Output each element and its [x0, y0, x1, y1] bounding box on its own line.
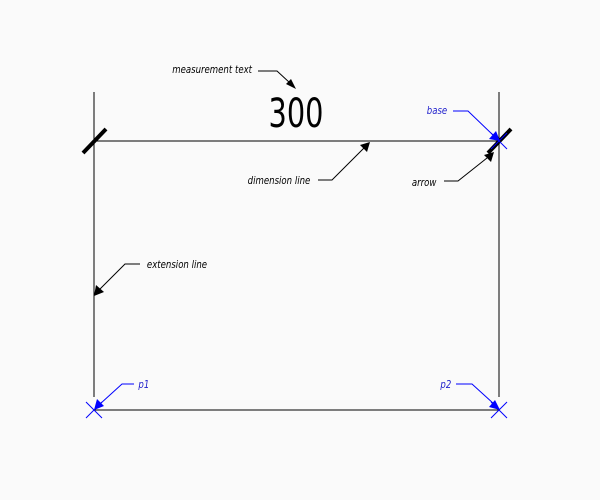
measurement-text-arrowhead — [286, 79, 296, 89]
arrow-arrowhead — [484, 152, 494, 162]
arrow-label: arrow — [412, 177, 437, 189]
dimension-line-label: dimension line — [248, 175, 311, 187]
base-label: base — [427, 105, 447, 117]
measurement-text-label: measurement text — [172, 64, 253, 76]
p2-arrowhead — [489, 400, 500, 410]
left-arrow-tick — [81, 127, 108, 155]
measurement-text-leader — [258, 70, 291, 84]
p1-label: p1 — [138, 379, 150, 391]
base-leader — [453, 110, 495, 137]
p1-leader — [99, 383, 134, 405]
dimension-line-arrowhead — [360, 142, 370, 152]
p2-leader — [456, 383, 495, 405]
extension-line-leader — [99, 263, 140, 290]
measurement-value: 300 — [269, 91, 324, 137]
arrow-leader — [444, 157, 488, 182]
p2-label: p2 — [440, 379, 452, 391]
dimension-line-leader — [318, 147, 365, 181]
base-point-marker — [490, 132, 508, 150]
extension-line-label: extension line — [147, 259, 207, 271]
p1-arrowhead — [94, 399, 104, 410]
extension-line-arrowhead — [94, 285, 104, 296]
